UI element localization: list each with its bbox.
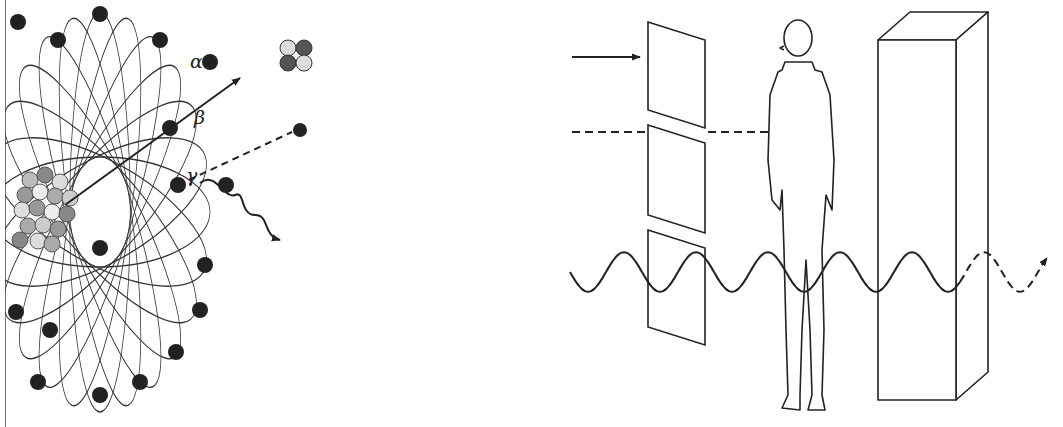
absorber-sheets <box>648 22 705 345</box>
gamma-ray <box>200 180 280 240</box>
gamma-ray <box>960 252 1047 292</box>
concrete-block <box>878 12 988 400</box>
alpha-ray <box>572 56 640 58</box>
ray-label: γ <box>186 166 197 185</box>
beta-ray <box>178 132 292 185</box>
alpha-particle <box>280 40 312 71</box>
ray-label: α <box>190 52 203 71</box>
gamma-ray <box>570 252 960 292</box>
beta-particle <box>293 123 307 137</box>
alpha-ray <box>65 78 240 205</box>
human-figure <box>768 20 834 410</box>
beta-ray <box>572 131 648 133</box>
ray-label: β <box>194 108 205 127</box>
atom <box>5 0 234 427</box>
